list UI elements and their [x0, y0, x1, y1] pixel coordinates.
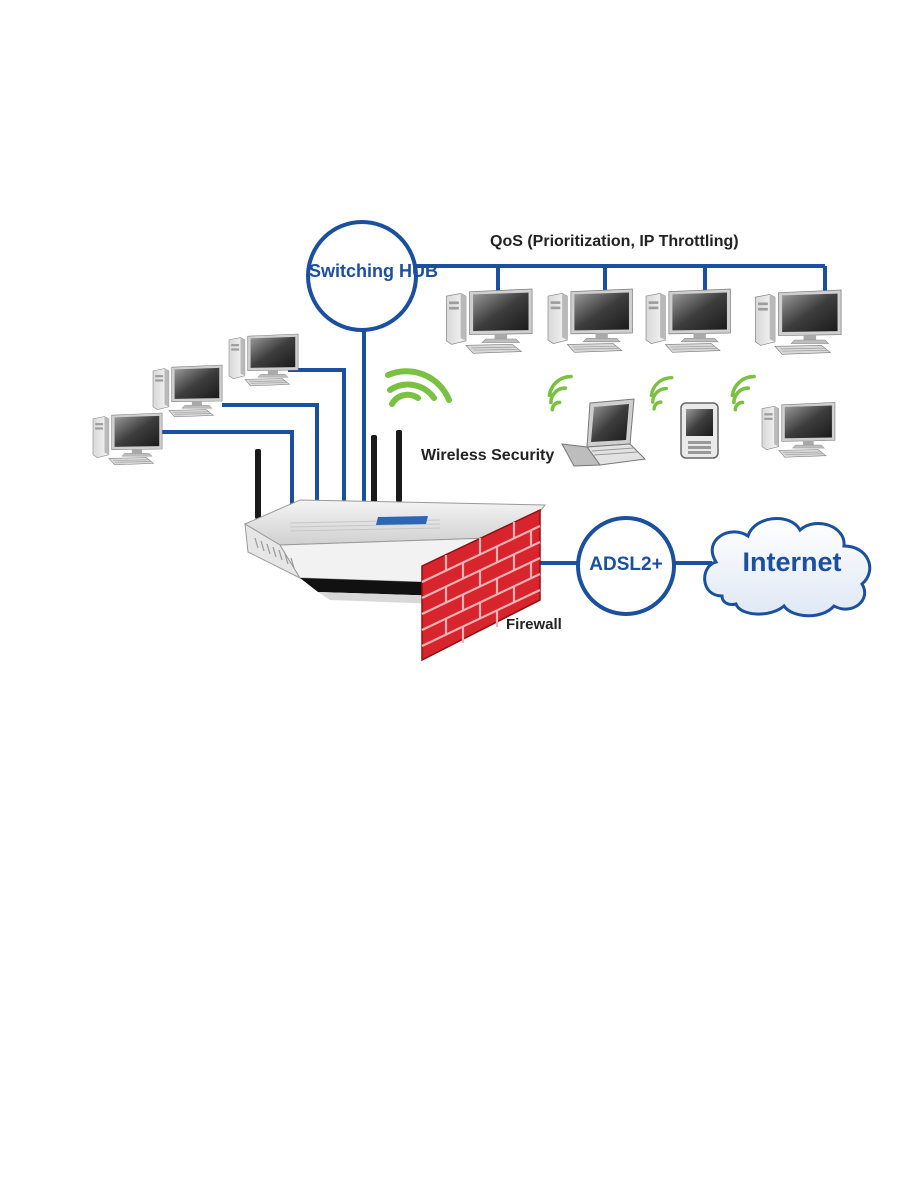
desktop-pc-icon	[92, 412, 163, 466]
wifi-signal-icon	[649, 375, 674, 411]
connection-lines	[162, 264, 827, 565]
qos-label: QoS (Prioritization, IP Throttling)	[490, 233, 739, 250]
wifi-signal-icon	[730, 374, 757, 412]
laptop-icon	[561, 398, 647, 467]
desktop-pc-icon	[645, 288, 731, 353]
firewall-label: Firewall	[506, 616, 562, 633]
switching-hub-label: Switching HUB	[309, 261, 438, 281]
desktop-pc-icon	[445, 288, 533, 354]
wifi-signal-icon	[385, 368, 452, 407]
pda-icon	[680, 402, 719, 459]
wireless-security-label: Wireless Security	[421, 447, 555, 464]
internet-label: Internet	[742, 547, 842, 577]
firewall-icon	[421, 508, 541, 662]
wifi-signal-icon	[547, 374, 574, 412]
cloud-icon	[703, 517, 872, 618]
desktop-pc-icon	[152, 364, 223, 418]
adsl-label: ADSL2+	[589, 554, 663, 575]
switching-hub-node	[306, 220, 418, 332]
desktop-pc-icon	[754, 289, 842, 355]
desktop-pc-icon	[547, 288, 633, 353]
adsl-node	[576, 516, 676, 616]
desktop-pc-icon	[761, 402, 836, 458]
desktop-pc-icon	[228, 333, 299, 387]
